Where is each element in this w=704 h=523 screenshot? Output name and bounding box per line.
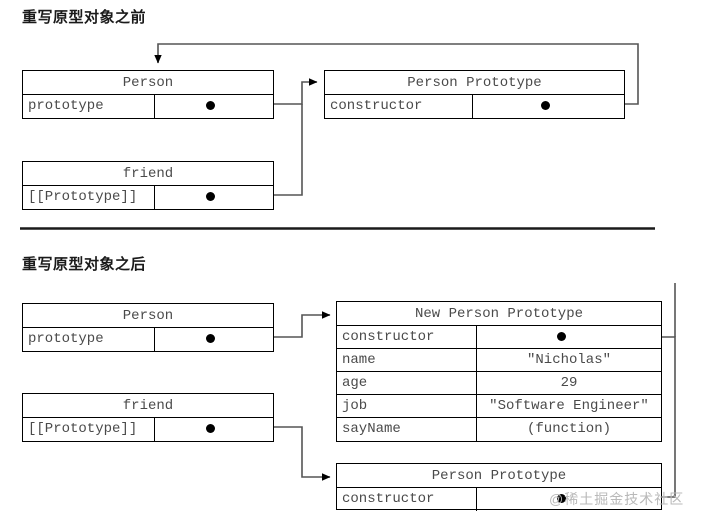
- box-header-person-after: Person: [23, 304, 273, 328]
- box-friend-after: friend [[Prototype]]: [22, 393, 274, 442]
- row-value-age: 29: [560, 375, 578, 391]
- row-key-prototype: prototype: [23, 95, 155, 118]
- row-key-internal-prototype: [[Prototype]]: [23, 186, 155, 209]
- row-key-constructor: constructor: [337, 326, 477, 348]
- table-row: constructor: [337, 488, 661, 511]
- row-key-constructor: constructor: [337, 488, 477, 511]
- section-title-after: 重写原型对象之后: [22, 256, 147, 273]
- row-value-internal-prototype: [155, 186, 273, 209]
- table-row: [[Prototype]]: [23, 418, 273, 441]
- row-value-constructor: [473, 95, 624, 118]
- row-value-prototype: [155, 328, 273, 351]
- box-header-friend-before: friend: [23, 162, 273, 186]
- row-key-constructor: constructor: [325, 95, 473, 118]
- box-person-prototype-before: Person Prototype constructor: [324, 70, 625, 119]
- row-value-sayname: (function): [526, 421, 611, 437]
- row-value-constructor: [477, 488, 661, 511]
- table-row: sayName (function): [337, 418, 661, 441]
- box-header-person-prototype-after: Person Prototype: [337, 464, 661, 488]
- row-key-name: name: [337, 349, 477, 371]
- table-row: constructor: [337, 326, 661, 349]
- box-header-person-before: Person: [23, 71, 273, 95]
- pointer-dot: [557, 332, 566, 341]
- table-row: age 29: [337, 372, 661, 395]
- box-header-new-person-prototype: New Person Prototype: [337, 302, 661, 326]
- table-row: prototype: [23, 328, 273, 351]
- pointer-dot: [206, 424, 215, 433]
- box-person-prototype-after: Person Prototype constructor: [336, 463, 662, 511]
- pointer-dot: [206, 101, 215, 110]
- table-row: constructor: [325, 95, 624, 118]
- table-row: [[Prototype]]: [23, 186, 273, 209]
- row-value-constructor: [477, 326, 661, 348]
- section-title-before: 重写原型对象之前: [22, 9, 147, 26]
- row-key-internal-prototype: [[Prototype]]: [23, 418, 155, 441]
- pointer-dot: [206, 192, 215, 201]
- row-key-age: age: [337, 372, 477, 394]
- pointer-dot: [541, 101, 550, 110]
- pointer-dot: [206, 334, 215, 343]
- box-person-after: Person prototype: [22, 303, 274, 352]
- box-friend-before: friend [[Prototype]]: [22, 161, 274, 210]
- row-key-prototype: prototype: [23, 328, 155, 351]
- row-key-job: job: [337, 395, 477, 417]
- box-person-before: Person prototype: [22, 70, 274, 119]
- row-value-internal-prototype: [155, 418, 273, 441]
- pointer-dot: [557, 494, 566, 503]
- box-header-person-prototype-before: Person Prototype: [325, 71, 624, 95]
- box-new-person-prototype: New Person Prototype constructor name "N…: [336, 301, 662, 442]
- row-value-job: "Software Engineer": [489, 398, 649, 414]
- box-header-friend-after: friend: [23, 394, 273, 418]
- table-row: name "Nicholas": [337, 349, 661, 372]
- row-value-name: "Nicholas": [526, 352, 611, 368]
- row-key-sayname: sayName: [337, 418, 477, 441]
- row-value-prototype: [155, 95, 273, 118]
- table-row: prototype: [23, 95, 273, 118]
- table-row: job "Software Engineer": [337, 395, 661, 418]
- watermark: @稀土掘金技术社区: [549, 491, 685, 507]
